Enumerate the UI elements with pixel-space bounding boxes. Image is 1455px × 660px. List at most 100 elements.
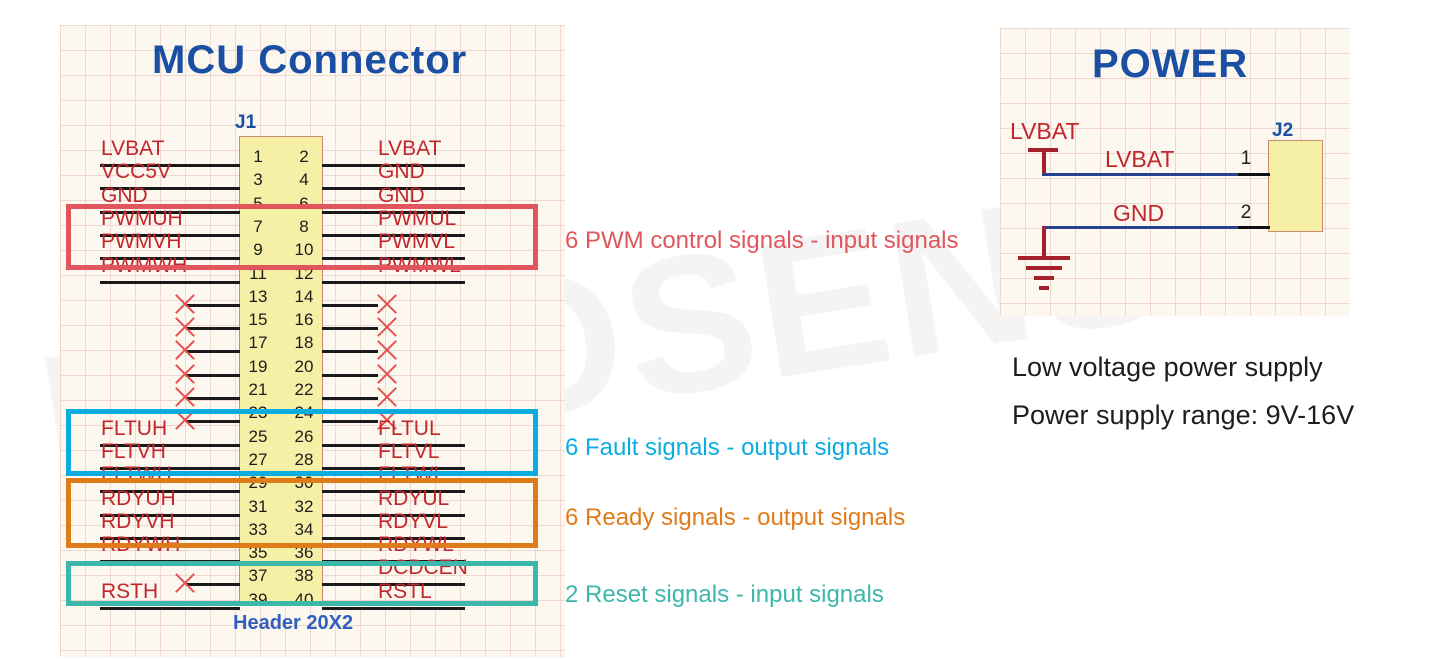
gnd-net-wire	[1042, 226, 1238, 229]
j1-right-wire	[322, 187, 465, 191]
j1-left-wire	[100, 210, 240, 214]
lvbat-pin-wire	[1238, 173, 1270, 176]
no-connect-icon	[374, 361, 400, 387]
no-connect-icon	[374, 314, 400, 340]
j1-left-signal-label: PWMVH	[101, 230, 182, 254]
j1-left-signal-label: PWMUH	[101, 206, 183, 230]
j1-pin-number: 14	[294, 286, 314, 306]
j1-pin-number: 20	[294, 356, 314, 376]
j1-right-signal-label: FLTUL	[378, 416, 441, 440]
j1-left-wire	[100, 513, 240, 517]
j1-left-wire	[100, 443, 240, 447]
j1-pin-number: 33	[248, 519, 268, 539]
gnd-pin-wire	[1238, 226, 1270, 229]
j1-right-wire	[322, 466, 465, 470]
j1-pin-number: 32	[294, 496, 314, 516]
j1-pin-number: 25	[248, 426, 268, 446]
j1-pin-number: 10	[294, 240, 314, 260]
j1-pin-number: 22	[294, 380, 314, 399]
j1-pin-number: 9	[253, 240, 263, 260]
j1-right-signal-label: GND	[378, 160, 425, 184]
ground-bar2-icon	[1026, 266, 1062, 270]
group-box-reset	[66, 561, 538, 606]
j1-right-wire	[322, 583, 465, 587]
j1-pin-number: 26	[294, 426, 314, 446]
no-connect-icon	[374, 291, 400, 317]
j1-left-signal-label: FLTUH	[101, 416, 168, 440]
j1-left-nc-wire	[186, 397, 240, 400]
j2-connector-body	[1268, 140, 1323, 232]
j1-pin-number: 6	[299, 193, 309, 213]
j1-left-signal-label: RSTH	[101, 579, 159, 603]
annotation-pwm: 6 PWM control signals - input signals	[565, 227, 959, 254]
j1-left-signal-label: LVBAT	[101, 137, 165, 160]
annotation-fault: 6 Fault signals - output signals	[565, 434, 890, 461]
j1-right-signal-label: LVBAT	[378, 137, 442, 160]
j1-pin-number: 1	[253, 147, 263, 166]
ground-bar1-icon	[1018, 256, 1070, 260]
j1-pin-number: 7	[253, 216, 263, 236]
j1-pin-number: 17	[248, 333, 268, 353]
no-connect-icon	[374, 337, 400, 363]
j1-left-signal-label: VCC5V	[101, 160, 172, 184]
j1-pin-number: 21	[248, 380, 268, 399]
j1-right-wire	[322, 233, 465, 237]
j1-left-wire	[100, 536, 240, 540]
j1-left-wire	[100, 233, 240, 237]
j1-left-wire	[100, 490, 240, 494]
lvbat-net-wire	[1042, 173, 1238, 176]
j1-pin-number: 18	[294, 333, 314, 353]
j1-pin-number: 8	[299, 216, 309, 236]
j1-footprint-label: Header 20X2	[233, 612, 354, 634]
j1-pin-number: 13	[248, 286, 268, 306]
j1-left-nc-wire	[186, 303, 240, 307]
j1-right-wire	[322, 280, 465, 284]
j1-pin-number: 38	[294, 566, 314, 586]
j1-left-wire	[100, 164, 240, 167]
power-description-line-2: Power supply range: 9V-16V	[1012, 400, 1355, 430]
group-box-pwm	[66, 204, 538, 270]
j2-pin-2-number: 2	[1240, 202, 1252, 223]
j1-right-wire	[322, 536, 465, 540]
j1-pin-number: 4	[299, 170, 309, 190]
annotation-reset: 2 Reset signals - input signals	[565, 581, 884, 608]
j1-right-wire	[322, 513, 465, 517]
j1-pin-number: 19	[248, 356, 268, 376]
ground-stem-icon	[1042, 226, 1046, 256]
ground-bar3-icon	[1034, 276, 1054, 280]
j1-left-wire	[100, 466, 240, 470]
j1-left-wire	[100, 187, 240, 191]
power-panel-title: POWER	[1092, 42, 1249, 86]
j1-right-wire	[322, 606, 465, 610]
j1-right-signal-label: FLTVL	[378, 439, 440, 463]
j1-right-nc-wire	[322, 373, 378, 377]
j1-left-wire	[100, 280, 240, 284]
j1-left-nc-wire	[186, 583, 240, 587]
j1-pin-number: 3	[253, 170, 263, 190]
gnd-net-label: GND	[1113, 200, 1165, 226]
j1-pin-number: 15	[248, 310, 268, 330]
j1-left-wire	[100, 257, 240, 261]
j1-pin-number: 37	[248, 566, 268, 586]
j1-left-nc-wire	[186, 350, 240, 354]
j1-right-signal-label: GND	[378, 183, 425, 207]
j1-pin-number: 34	[294, 519, 314, 539]
group-box-ready	[66, 478, 538, 548]
j1-right-nc-wire	[322, 350, 378, 354]
lvbat-net-label: LVBAT	[1105, 146, 1175, 172]
j1-right-signal-label: RSTL	[378, 579, 432, 603]
j1-connector-body	[239, 136, 323, 602]
j1-left-nc-wire	[186, 327, 240, 331]
j1-left-wire	[100, 606, 240, 610]
ground-bar4-icon	[1039, 286, 1049, 290]
j1-pin-number: 31	[248, 496, 268, 516]
no-connect-icon	[172, 384, 198, 410]
j1-right-wire	[322, 164, 465, 167]
j1-refdes-label: J1	[235, 112, 257, 133]
j1-left-signal-label: RDYVH	[101, 509, 175, 533]
j1-left-nc-wire	[186, 420, 240, 424]
j1-pin-number: 5	[253, 193, 263, 213]
j1-left-signal-label: RDYUH	[101, 486, 176, 510]
j1-left-signal-label: FLTVH	[101, 439, 166, 463]
j2-pin-1-number: 1	[1240, 148, 1252, 169]
